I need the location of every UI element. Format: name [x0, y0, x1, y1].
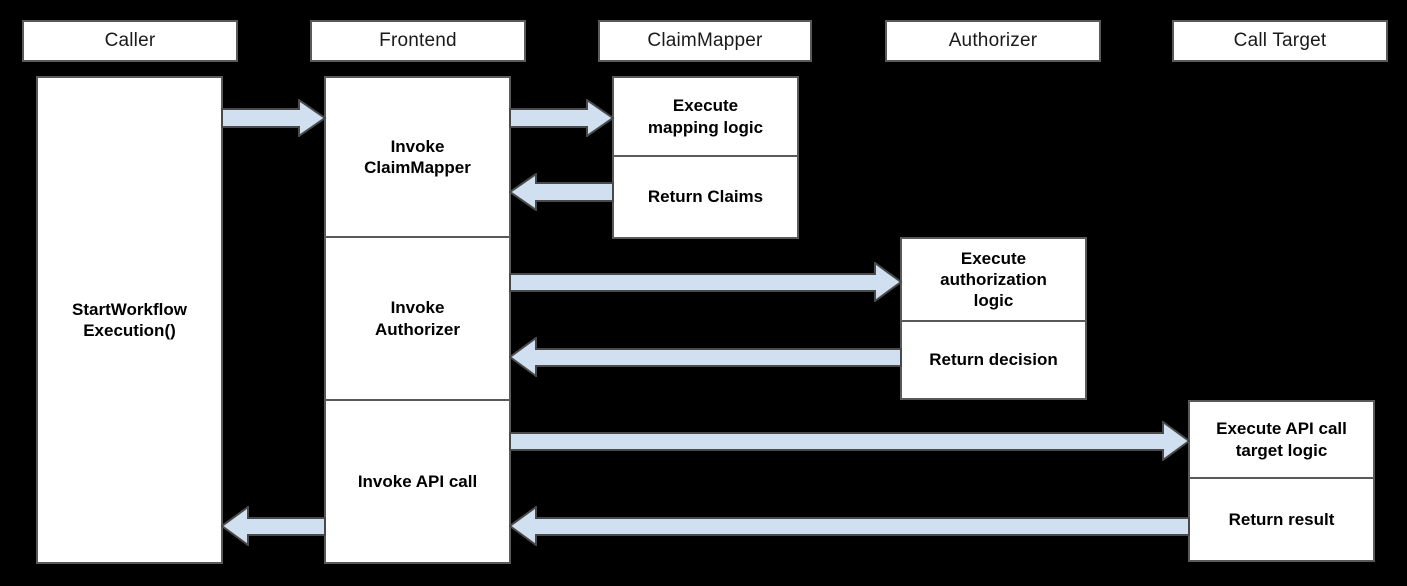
lane-header-caller-label: Caller	[104, 30, 156, 51]
activation-caller-startworkflow: StartWorkflow Execution()	[36, 76, 223, 564]
lane-header-calltarget-label: Call Target	[1233, 30, 1327, 51]
message-arrow-frontend-to-caller	[221, 506, 326, 546]
arrow-left-icon	[509, 337, 902, 377]
activation-frontend-invoke-api-call-label: Invoke API call	[357, 471, 478, 491]
activation-calltarget-return-result: Return result	[1188, 478, 1375, 562]
message-arrow-frontend-to-claimmapper	[509, 99, 614, 137]
activation-claimmapper-execute-mapping-logic-label: Execute mapping logic	[647, 96, 764, 137]
lane-header-claimmapper: ClaimMapper	[598, 20, 812, 62]
activation-authorizer-execute-authorization-logic: Execute authorization logic	[900, 237, 1087, 321]
lane-header-caller: Caller	[22, 20, 238, 62]
activation-frontend-invoke-claimmapper-label: Invoke ClaimMapper	[364, 136, 471, 177]
message-arrow-authorizer-to-frontend	[509, 337, 902, 377]
lane-header-authorizer-label: Authorizer	[948, 30, 1038, 51]
activation-frontend-invoke-claimmapper: Invoke ClaimMapper	[324, 76, 511, 237]
lane-header-frontend-label: Frontend	[379, 30, 457, 51]
arrow-right-icon	[509, 421, 1190, 461]
activation-frontend-invoke-authorizer-label: Invoke Authorizer	[375, 298, 460, 339]
message-arrow-frontend-to-authorizer	[509, 262, 902, 302]
activation-calltarget-return-result-label: Return result	[1228, 509, 1335, 529]
arrow-right-icon	[509, 99, 614, 137]
lane-header-frontend: Frontend	[310, 20, 526, 62]
lane-header-claimmapper-label: ClaimMapper	[647, 30, 763, 51]
activation-claimmapper-execute-mapping-logic: Execute mapping logic	[612, 76, 799, 156]
activation-calltarget-execute-api-call-target-logic: Execute API call target logic	[1188, 400, 1375, 478]
activation-caller-startworkflow-label: StartWorkflow Execution()	[72, 299, 187, 340]
arrow-left-icon	[221, 506, 326, 546]
activation-claimmapper-return-claims: Return Claims	[612, 156, 799, 239]
message-arrow-frontend-to-calltarget	[509, 421, 1190, 461]
arrow-right-icon	[509, 262, 902, 302]
message-arrow-calltarget-to-frontend	[509, 506, 1190, 546]
activation-authorizer-execute-authorization-logic-label: Execute authorization logic	[940, 248, 1047, 311]
activation-claimmapper-return-claims-label: Return Claims	[647, 187, 764, 207]
message-arrow-claimmapper-to-frontend	[509, 173, 614, 211]
message-arrow-caller-to-frontend	[221, 99, 326, 137]
activation-authorizer-return-decision: Return decision	[900, 321, 1087, 400]
lane-header-authorizer: Authorizer	[885, 20, 1101, 62]
lane-header-calltarget: Call Target	[1172, 20, 1388, 62]
activation-calltarget-execute-api-call-target-logic-label: Execute API call target logic	[1216, 419, 1347, 460]
arrow-right-icon	[221, 99, 326, 137]
activation-frontend-invoke-authorizer: Invoke Authorizer	[324, 237, 511, 400]
activation-authorizer-return-decision-label: Return decision	[929, 350, 1058, 370]
arrow-left-icon	[509, 506, 1190, 546]
activation-frontend-invoke-api-call: Invoke API call	[324, 400, 511, 564]
arrow-left-icon	[509, 173, 614, 211]
